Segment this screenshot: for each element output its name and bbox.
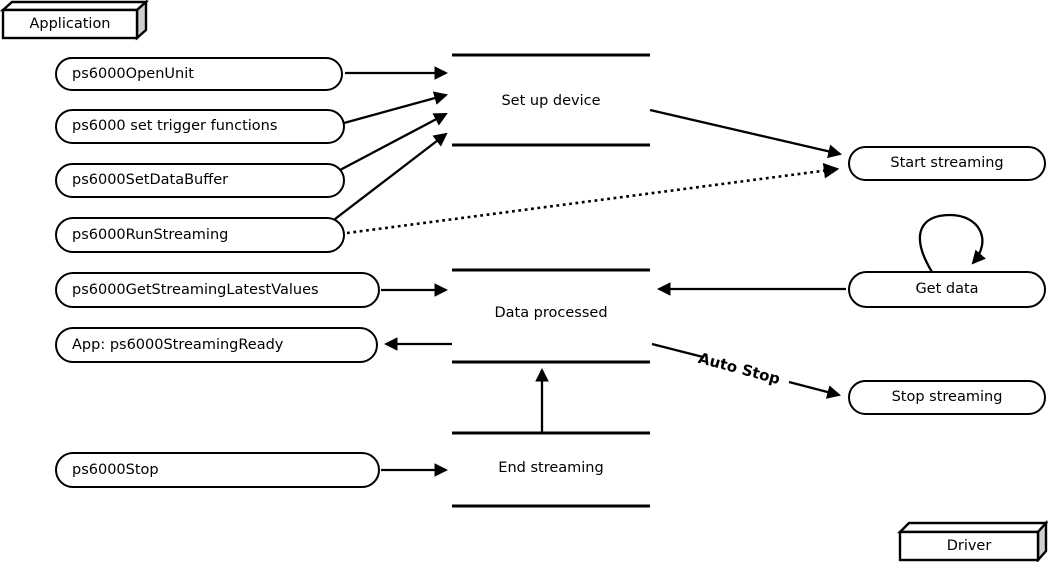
node-ps6000getstreaminglatestvalues: ps6000GetStreamingLatestValues: [55, 272, 380, 308]
application-box: [0, 0, 150, 41]
node-ps6000setdatabuffer: ps6000SetDataBuffer: [55, 163, 345, 198]
node-label: ps6000Stop: [72, 461, 159, 478]
node-label: ps6000GetStreamingLatestValues: [72, 281, 319, 298]
application-box-front-face: [1, 8, 139, 40]
node-label: Get data: [915, 281, 979, 298]
getdata-self-loop: [918, 213, 986, 273]
driver-box: [897, 519, 1048, 562]
node-label: ps6000 set trigger functions: [72, 118, 278, 135]
node-label: Stop streaming: [891, 389, 1003, 406]
node-get-data: Get data: [848, 271, 1046, 308]
driver-label: Driver: [946, 538, 992, 554]
driver-box-front-face: [898, 530, 1040, 562]
driver-box-top-face: [897, 521, 1048, 534]
node-app-ps6000streamingready: App: ps6000StreamingReady: [55, 327, 378, 363]
autostop-link-segment: [651, 342, 704, 359]
arrow-runstreaming-to-setup: [334, 132, 448, 220]
node-ps6000-set-trigger-functions: ps6000 set trigger functions: [55, 109, 345, 144]
node-label: App: ps6000StreamingReady: [72, 336, 284, 353]
node-ps6000openunit: ps6000OpenUnit: [55, 57, 343, 91]
arrow-autostop-to-stopstreaming: [788, 380, 842, 399]
node-ps6000runstreaming: ps6000RunStreaming: [55, 217, 345, 253]
node-label: Start streaming: [890, 155, 1004, 172]
application-box-side-face: [135, 0, 148, 41]
stage-end-streaming: End streaming: [498, 460, 604, 476]
application-label: Application: [29, 16, 111, 32]
node-label: ps6000SetDataBuffer: [72, 172, 229, 189]
node-label: ps6000RunStreaming: [72, 226, 229, 243]
stage-set-up-device: Set up device: [501, 93, 601, 109]
arrow-runstreaming-to-startstreaming-dotted: [346, 162, 840, 235]
stage-data-processed: Data processed: [494, 305, 608, 321]
node-stop-streaming: Stop streaming: [848, 380, 1046, 415]
arrow-settrigger-to-setup: [343, 91, 448, 125]
node-label: ps6000OpenUnit: [72, 65, 194, 82]
node-start-streaming: Start streaming: [848, 146, 1046, 181]
node-ps6000stop: ps6000Stop: [55, 452, 380, 488]
arrow-setup-to-startstreaming: [649, 108, 843, 159]
arrow-setdatabuffer-to-setup: [339, 112, 448, 172]
